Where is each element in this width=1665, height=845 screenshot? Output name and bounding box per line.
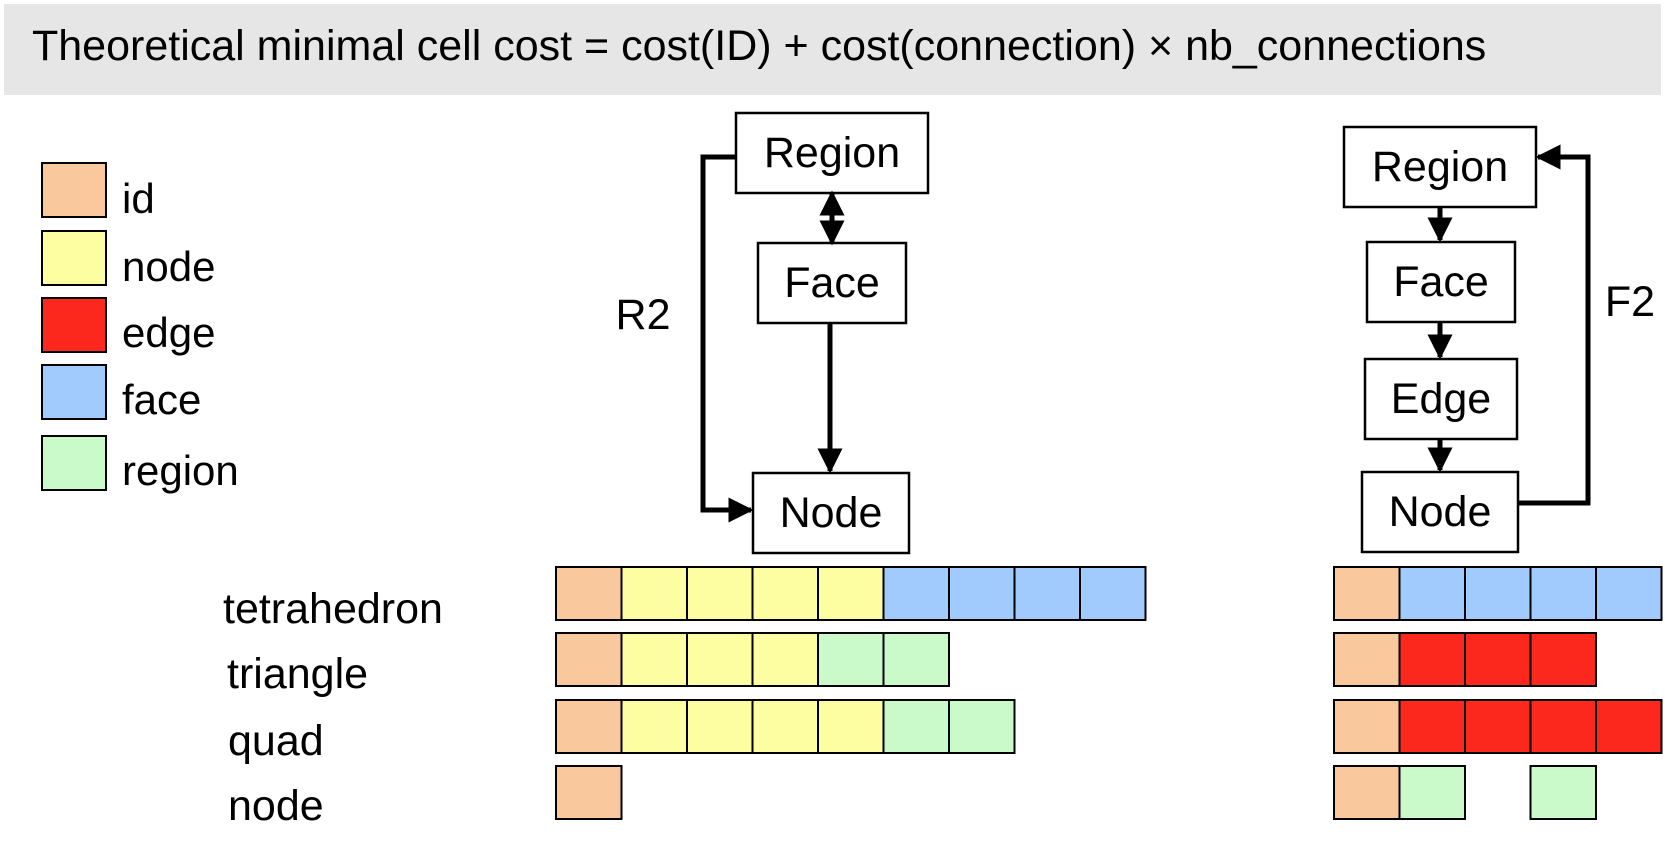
r2-bar-row1-cell4-region — [817, 632, 885, 687]
f2-loop-arrow — [1518, 144, 1591, 506]
r2-bar-row0-cell6-face — [948, 566, 1016, 621]
f2-bar-row0-cell2-face — [1464, 566, 1532, 621]
row-label-tetrahedron: tetrahedron — [223, 585, 443, 633]
r2-bar-row2-cell6-region — [948, 699, 1016, 754]
r2-region-label: Region — [764, 129, 900, 177]
r2-bar-row2-cell5-region — [882, 699, 950, 754]
legend-label-node: node — [122, 243, 215, 290]
r2-bar-row0-cell3-node — [751, 566, 819, 621]
row-labels: tetrahedron triangle quad node — [223, 585, 443, 830]
r2-face-label: Face — [784, 259, 880, 307]
legend-label-face: face — [122, 376, 201, 423]
legend-swatch-id — [41, 162, 107, 218]
f2-bar-row3-cell0-id — [1333, 765, 1401, 820]
r2-region-box — [734, 111, 930, 195]
header-title: Theoretical minimal cell cost = cost(ID)… — [32, 22, 1486, 70]
legend-label-region: region — [122, 447, 239, 494]
f2-bar-row0-cell3-face — [1529, 566, 1597, 621]
r2-bar-row2-cell0-id — [555, 699, 623, 754]
diagram-f2: Region Face Edge Node F2 — [1342, 125, 1655, 554]
f2-bar-row2-cell2-edge — [1464, 699, 1532, 754]
f2-bar-row2-cell1-edge — [1398, 699, 1466, 754]
f2-bar-row2-cell3-edge — [1529, 699, 1597, 754]
row-label-quad: quad — [228, 717, 324, 765]
f2-bar-row3-cell1-region — [1398, 765, 1466, 820]
legend-swatch-region — [41, 435, 107, 491]
legend-swatch-edge — [41, 297, 107, 353]
f2-bar-row1-cell0-id — [1333, 632, 1401, 687]
r2-bar-row0-cell5-face — [882, 566, 950, 621]
row-label-node: node — [228, 782, 324, 830]
bars-r2 — [555, 566, 1147, 820]
diagram-r2: Region Face Node R2 — [616, 111, 930, 555]
f2-edge-label: Edge — [1391, 375, 1491, 423]
r2-bar-row2-cell3-node — [751, 699, 819, 754]
r2-bar-row1-cell3-node — [751, 632, 819, 687]
f2-bar-row2-cell0-id — [1333, 699, 1401, 754]
r2-node-box — [751, 471, 911, 555]
f2-region-label: Region — [1372, 143, 1508, 191]
f2-bar-row1-cell1-edge — [1398, 632, 1466, 687]
r2-bar-row1-cell1-node — [620, 632, 688, 687]
r2-bar-row2-cell4-node — [817, 699, 885, 754]
f2-bar-row1-cell3-edge — [1529, 632, 1597, 687]
r2-loop-label: R2 — [616, 291, 671, 339]
f2-face-label: Face — [1393, 258, 1489, 306]
f2-bar-row0-cell4-face — [1595, 566, 1663, 621]
legend-label-id: id — [122, 175, 155, 222]
f2-bar-row0-cell0-id — [1333, 566, 1401, 621]
r2-bar-row0-cell2-node — [686, 566, 754, 621]
header-banner — [4, 4, 1661, 95]
r2-bar-row0-cell4-node — [817, 566, 885, 621]
r2-bar-row1-cell0-id — [555, 632, 623, 687]
f2-bar-row1-cell2-edge — [1464, 632, 1532, 687]
legend-label-edge: edge — [122, 309, 215, 356]
legend-swatch-node — [41, 230, 107, 286]
r2-loop-arrow — [700, 154, 754, 523]
row-label-triangle: triangle — [227, 650, 368, 698]
r2-bar-row0-cell7-face — [1013, 566, 1081, 621]
r2-bar-row2-cell1-node — [620, 699, 688, 754]
r2-bar-row1-cell5-region — [882, 632, 950, 687]
r2-bar-row1-cell2-node — [686, 632, 754, 687]
bars-f2 — [1333, 566, 1663, 820]
r2-bar-row3-cell0-id — [555, 765, 623, 820]
r2-bar-row0-cell1-node — [620, 566, 688, 621]
r2-bar-row0-cell8-face — [1079, 566, 1147, 621]
f2-loop-label: F2 — [1605, 278, 1655, 326]
r2-bar-row0-cell0-id — [555, 566, 623, 621]
legend-swatch-face — [41, 364, 107, 420]
f2-bar-row3-cell3-region — [1529, 765, 1597, 820]
f2-bar-row2-cell4-edge — [1595, 699, 1663, 754]
legend: id node edge face region — [41, 162, 239, 494]
r2-bar-row2-cell2-node — [686, 699, 754, 754]
f2-node-label: Node — [1389, 488, 1492, 536]
r2-node-label: Node — [780, 489, 883, 537]
f2-bar-row0-cell1-face — [1398, 566, 1466, 621]
